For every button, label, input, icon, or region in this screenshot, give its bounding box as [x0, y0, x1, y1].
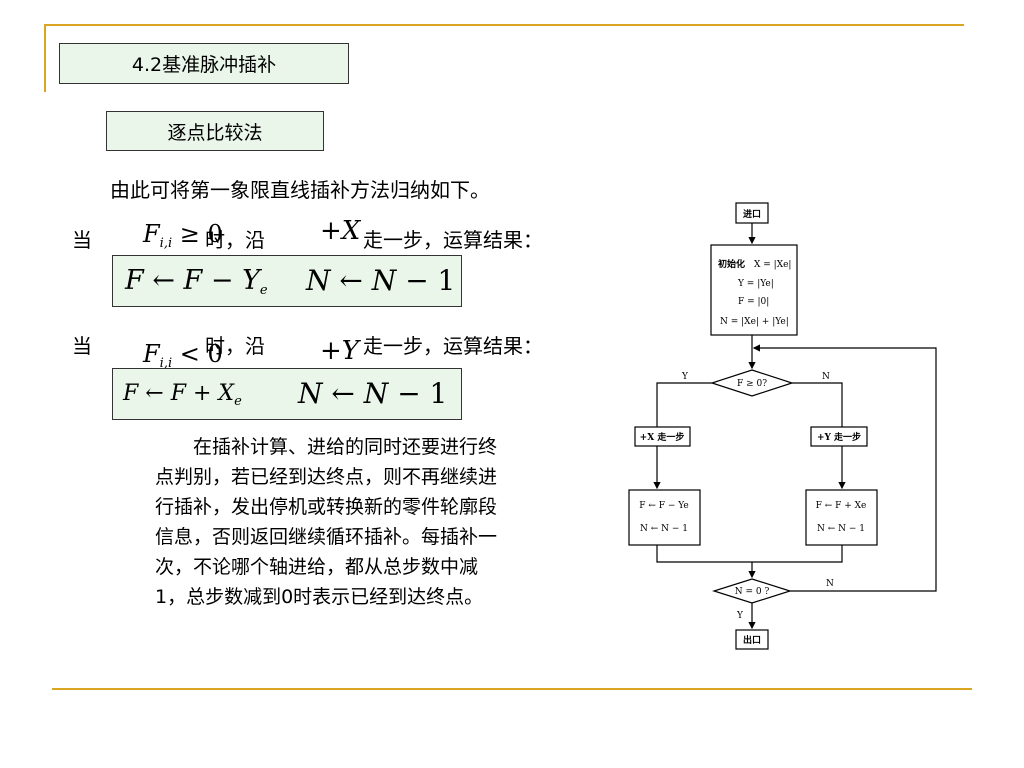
intro-text: 由此可将第一象限直线插补方法归纳如下。 — [110, 178, 490, 202]
case1-eq-f: F ← F − Ye — [125, 265, 268, 298]
calc-left-box — [628, 489, 701, 546]
case2-direction: +Y — [320, 336, 359, 366]
end-label: 出口 — [743, 634, 761, 646]
decision-f-label: F ≥ 0? — [737, 379, 767, 389]
case1-condition: Fi,i ≥ 0 — [143, 220, 223, 251]
calc-right-2: N ← N − 1 — [817, 524, 865, 534]
step-x-box — [634, 426, 691, 447]
case2-when: 当 — [72, 334, 92, 358]
case1-tail: 走一步，运算结果： — [363, 228, 543, 252]
init-box — [710, 244, 798, 336]
slide-title: 4.2基准脉冲插补 — [59, 43, 349, 84]
start-label: 进口 — [743, 208, 761, 220]
step-y-label: +Y 走一步 — [817, 431, 861, 443]
case1-eq-n: N ← N − 1 — [306, 264, 456, 297]
end-box — [735, 629, 769, 650]
case2-eq-n: N ← N − 1 — [298, 377, 448, 410]
left-rule — [44, 24, 46, 92]
case2-condition: Fi,i < 0 — [143, 340, 223, 371]
calc-left-1: F ← F − Ye — [639, 501, 689, 511]
case1-direction: +X — [320, 216, 361, 246]
case1-when: 当 — [72, 228, 92, 252]
bottom-rule — [52, 688, 972, 690]
loop-no-label: N — [826, 579, 834, 589]
no-label: N — [822, 372, 830, 382]
calc-left-2: N ← N − 1 — [640, 524, 688, 534]
interpolation-flowchart: 进口 初始化 X = |Xe| Y = |Ye| F = |0| N = |Xe… — [628, 202, 937, 650]
case2-result-box: F ← F + Xe N ← N − 1 — [112, 368, 462, 420]
init-line-3: F = |0| — [738, 297, 769, 307]
yes-label: Y — [681, 372, 689, 382]
init-line-1: X = |Xe| — [754, 260, 791, 270]
init-line-2: Y = |Ye| — [737, 279, 774, 289]
decision-n-label: N = 0 ? — [735, 587, 770, 597]
step-x-label: +X 走一步 — [640, 431, 685, 443]
init-title: 初始化 — [718, 258, 745, 270]
endpoint-paragraph: 在插补计算、进给的同时还要进行终点判别，若已经到达终点，则不再继续进行插补，发出… — [155, 436, 498, 608]
method-label: 逐点比较法 — [106, 111, 324, 151]
case2-eq-f: F ← F + Xe — [123, 381, 242, 409]
case1-middle: 时，沿 — [205, 228, 265, 252]
case2-middle: 时，沿 — [205, 334, 265, 358]
calc-right-box — [805, 489, 878, 546]
top-rule — [44, 24, 964, 26]
calc-right-1: F ← F + Xe — [816, 501, 867, 511]
exit-yes-label: Y — [736, 611, 744, 621]
step-y-box — [810, 426, 868, 447]
case1-result-box: F ← F − Ye N ← N − 1 — [112, 255, 462, 307]
case2-tail: 走一步，运算结果： — [363, 334, 543, 358]
decision-f — [710, 369, 794, 397]
init-line-4: N = |Xe| + |Ye| — [720, 317, 789, 327]
